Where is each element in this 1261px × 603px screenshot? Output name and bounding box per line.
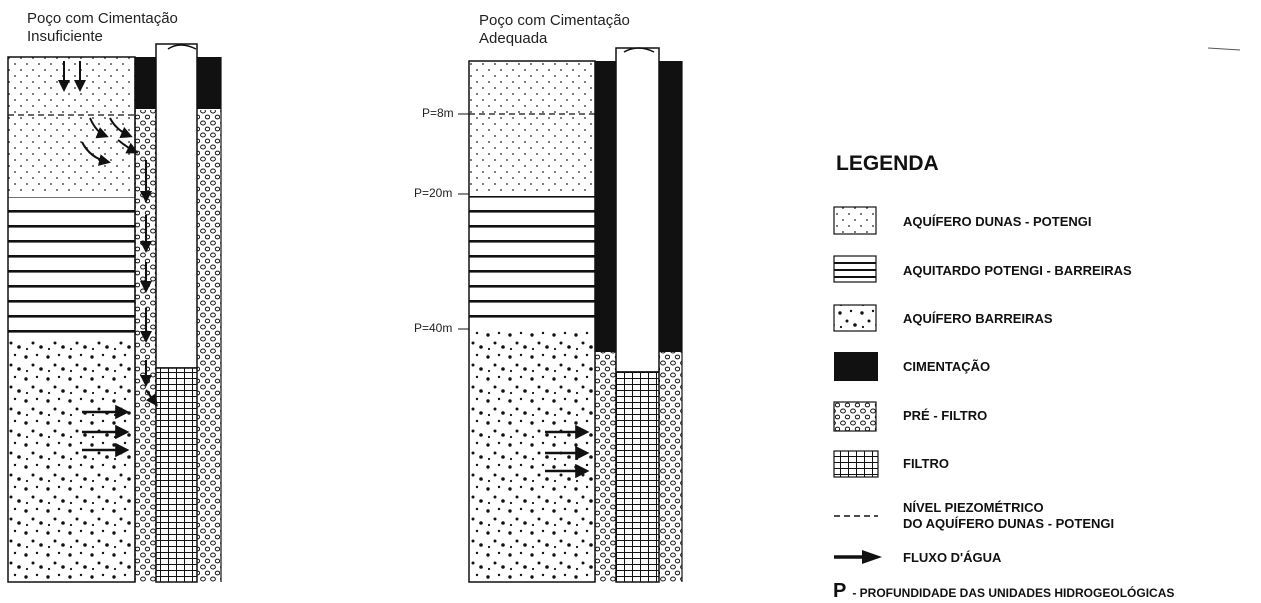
right-aquifer-dunas — [469, 61, 595, 194]
depth-label-8m: P=8m — [422, 106, 454, 120]
right-aquitard — [469, 196, 595, 329]
legend-symbol-pre-filtro — [833, 401, 877, 432]
depth-label-20m: P=20m — [414, 186, 453, 200]
right-well-title-line2: Adequada — [479, 30, 548, 47]
legend-symbol-fluxo — [834, 550, 882, 564]
left-well-title-line1: Poço com Cimentação — [27, 10, 178, 27]
legend-label-aquifero-barreiras: AQUÍFERO BARREIRAS — [903, 311, 1053, 326]
legend-label-cimentacao: CIMENTAÇÃO — [903, 359, 991, 374]
depth-label-40m: P=40m — [414, 321, 453, 335]
legend-symbols — [833, 206, 882, 564]
right-prefilter-right — [659, 352, 682, 582]
left-prefilter — [135, 110, 156, 582]
legend-label-nivel: NÍVEL PIEZOMÉTRICO DO AQUÍFERO DUNAS - P… — [903, 500, 1114, 532]
legend-label-aquifero-dunas: AQUÍFERO DUNAS - POTENGI — [903, 214, 1092, 229]
arrow-leak-3 — [81, 141, 111, 166]
arrow-leak-1 — [89, 117, 109, 139]
left-cement — [135, 57, 156, 109]
left-aquifer-dunas — [8, 57, 135, 195]
left-aquitard — [8, 197, 135, 336]
left-well-title: Poço com Cimentação Insuficiente — [27, 10, 178, 46]
legend-symbol-aquitardo — [833, 255, 877, 283]
left-casing — [155, 43, 198, 369]
legend-label-filtro: FILTRO — [903, 456, 949, 471]
right-prefilter — [595, 352, 616, 582]
left-casing-top — [167, 44, 197, 50]
right-cement — [595, 61, 616, 352]
left-aquifer-barreiras — [8, 338, 135, 582]
right-aquifer-barreiras — [469, 331, 595, 582]
legend-label-aquitardo: AQUITARDO POTENGI - BARREIRAS — [903, 263, 1132, 278]
legend-label-nivel-line2: DO AQUÍFERO DUNAS - POTENGI — [903, 516, 1115, 531]
legend-symbol-filtro — [833, 450, 879, 478]
legend-label-fluxo: FLUXO D'ÁGUA — [903, 550, 1002, 565]
right-well-title: Poço com Cimentação Adequada — [479, 12, 630, 48]
legend-symbol-cimentacao — [834, 352, 878, 381]
legend-label-pre-filtro: PRÉ - FILTRO — [903, 408, 988, 423]
arrow-leak-4 — [117, 139, 139, 154]
left-cement-right — [197, 57, 221, 109]
legend-depth-letter: P — [833, 580, 847, 602]
legend-depth-note: P - PROFUNDIDADE DAS UNIDADES HIDROGEOLÓG… — [833, 580, 1174, 603]
right-filter — [615, 371, 660, 583]
left-prefilter-right — [197, 110, 221, 582]
right-casing — [615, 47, 660, 373]
right-cement-right — [659, 61, 682, 352]
legend-title: LEGENDA — [836, 152, 939, 175]
left-well — [7, 43, 222, 583]
legend-symbol-aquifero-dunas — [833, 206, 877, 235]
arrow-leak-2 — [109, 117, 133, 138]
left-well-title-line2: Insuficiente — [27, 28, 103, 45]
legend-label-nivel-line1: NÍVEL PIEZOMÉTRICO — [903, 500, 1044, 515]
right-well-title-line1: Poço com Cimentação — [479, 12, 630, 29]
left-filter — [155, 367, 198, 583]
right-well — [458, 47, 683, 583]
legend-depth-text: - PROFUNDIDADE DAS UNIDADES HIDROGEOLÓGI… — [852, 586, 1175, 600]
legend-symbol-aquifero-barreiras — [833, 304, 877, 332]
